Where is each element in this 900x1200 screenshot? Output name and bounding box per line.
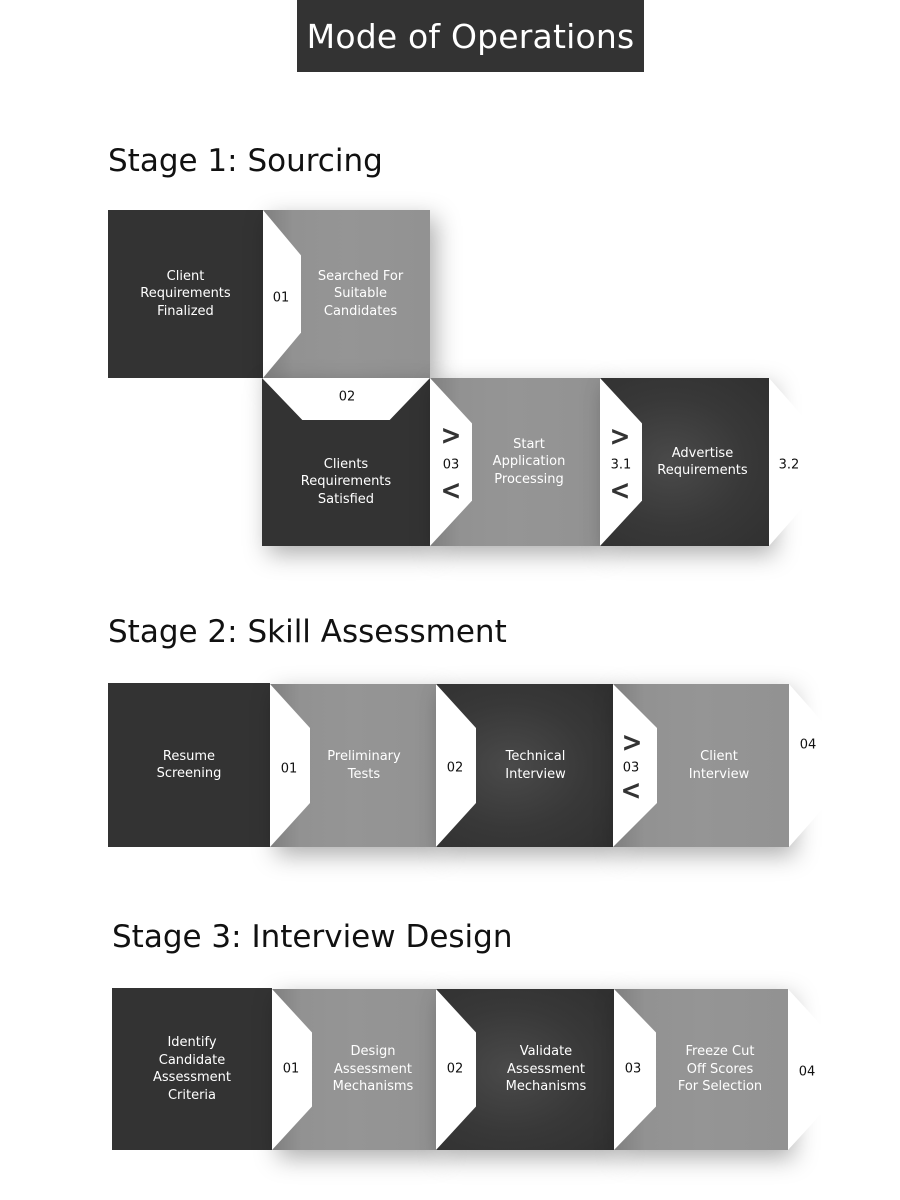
stage-3-step-03: 03 bbox=[624, 1061, 642, 1077]
stage-3-heading: Stage 3: Interview Design bbox=[112, 919, 513, 955]
stage-1-box-client-requirements-finalized: Client Requirements Finalized bbox=[108, 210, 263, 378]
chevron-left-icon: < bbox=[440, 474, 462, 506]
stage-3-step-02: 02 bbox=[446, 1061, 464, 1077]
stage-3-step-01: 01 bbox=[282, 1061, 300, 1077]
stage-1-step-02: 02 bbox=[338, 389, 356, 405]
stage-1-step-3-2: 3.2 bbox=[778, 457, 800, 473]
chevron-right-icon: > bbox=[609, 420, 631, 452]
stage-2-step-01: 01 bbox=[280, 761, 298, 777]
chevron-left-icon: < bbox=[609, 474, 631, 506]
stage-1-step-03: 03 bbox=[442, 457, 460, 473]
stage-2-box-resume-screening: Resume Screening bbox=[108, 683, 270, 847]
stage-1-heading: Stage 1: Sourcing bbox=[108, 143, 383, 179]
stage-2-step-03: 03 bbox=[622, 760, 640, 776]
page-title: Mode of Operations bbox=[297, 0, 644, 72]
stage-3-box-identify-candidate-assessment-criteria: Identify Candidate Assessment Criteria bbox=[112, 988, 272, 1150]
stage-2-step-02: 02 bbox=[446, 760, 464, 776]
stage-3-step-04: 04 bbox=[798, 1064, 816, 1080]
stage-1-box-advertise-requirements: Advertise Requirements bbox=[600, 378, 769, 546]
stage-1-step-3-1: 3.1 bbox=[610, 457, 632, 473]
chevron-right-icon: > bbox=[621, 726, 643, 758]
stage-2-step-04: 04 bbox=[799, 737, 817, 753]
chevron-right-icon: > bbox=[440, 419, 462, 451]
stage-2-heading: Stage 2: Skill Assessment bbox=[108, 614, 507, 650]
chevron-left-icon: < bbox=[620, 774, 642, 806]
stage-2-arrow-04 bbox=[789, 684, 828, 847]
stage-1-step-01: 01 bbox=[272, 290, 290, 306]
